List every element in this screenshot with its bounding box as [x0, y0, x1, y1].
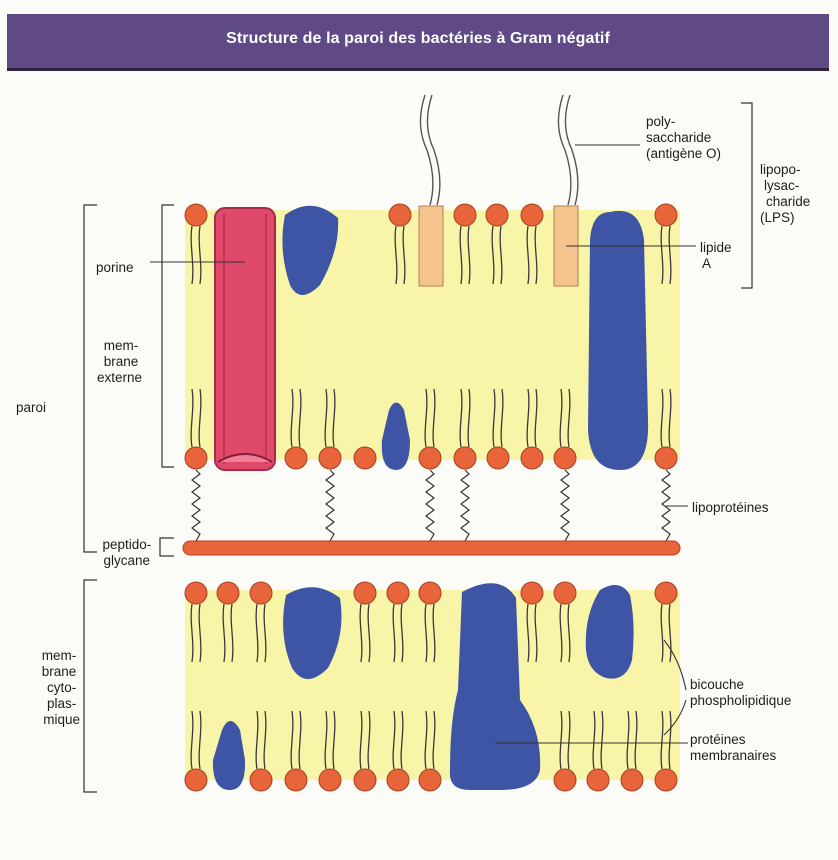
lipid-head	[354, 447, 376, 469]
paroi-bracket	[84, 205, 97, 552]
lipid-head	[587, 769, 609, 791]
lipoproteines-label: lipoprotéines	[692, 500, 769, 515]
lipid-head	[250, 582, 272, 604]
lipid-head	[554, 769, 576, 791]
lipid-head	[487, 447, 509, 469]
lipid-head	[554, 447, 576, 469]
porin-channel	[215, 208, 275, 470]
paroi-label: paroi	[16, 400, 46, 415]
lipoprotein-spring	[426, 470, 434, 541]
lipid-head	[521, 204, 543, 226]
lipid-head	[655, 204, 677, 226]
lipid-head	[217, 582, 239, 604]
lipoprotein-spring	[326, 470, 334, 541]
lipid-head	[655, 447, 677, 469]
lipid-head	[285, 447, 307, 469]
polysaccharide-chain	[420, 95, 432, 205]
proteines-label: protéines membranaires	[690, 732, 777, 763]
peptidoglycane-label: peptido- glycane	[102, 537, 155, 568]
lipid-head	[185, 204, 207, 226]
membrane-externe-label: mem- brane externe	[97, 338, 142, 385]
bicouche-label: bicouche phospholipidique	[690, 677, 791, 708]
lipid-head	[655, 769, 677, 791]
lipid-head	[387, 769, 409, 791]
membrane-cytoplasmique-label: mem- brane cyto- plas- mique	[42, 648, 80, 727]
outer-membrane-protein	[588, 211, 648, 470]
outer-membrane-bracket	[162, 205, 174, 467]
lipid-head	[486, 204, 508, 226]
lipid-head	[521, 582, 543, 604]
lipid-head	[354, 769, 376, 791]
cytoplasmic-membrane-bracket	[84, 580, 97, 792]
peptidoglycan-layer	[183, 541, 680, 555]
lipid-head	[387, 582, 409, 604]
lipid-head	[319, 447, 341, 469]
lipid-head	[185, 769, 207, 791]
lipid-head	[454, 204, 476, 226]
lipid-head	[621, 769, 643, 791]
lipoprotein-springs	[192, 470, 670, 541]
polysaccharide-chain	[565, 95, 577, 205]
lipid-a-block	[419, 206, 443, 286]
lipide-a-label: lipide A	[700, 240, 735, 271]
lipid-head	[554, 582, 576, 604]
lipid-head	[419, 769, 441, 791]
lipid-head	[419, 582, 441, 604]
lipoprotein-spring	[192, 470, 200, 541]
lipid-head	[185, 582, 207, 604]
polysaccharide-chain	[558, 95, 570, 205]
lps-label: lipopo- lysac- charide (LPS)	[760, 162, 814, 225]
lipid-head	[521, 447, 543, 469]
lipoprotein-spring	[561, 470, 569, 541]
lipoprotein-spring	[461, 470, 469, 541]
lipid-head	[389, 204, 411, 226]
lipid-head	[419, 447, 441, 469]
lipid-head	[454, 447, 476, 469]
lipid-head	[185, 447, 207, 469]
polysaccharide-label: poly- saccharide (antigène O)	[646, 114, 721, 161]
porine-label: porine	[96, 260, 134, 275]
lipid-head	[285, 769, 307, 791]
lipid-head	[250, 769, 272, 791]
lipid-head	[354, 582, 376, 604]
polysaccharide-chain	[427, 95, 439, 205]
lipid-head	[655, 582, 677, 604]
lps-bracket	[741, 103, 752, 288]
lipid-head	[319, 769, 341, 791]
peptidoglycan-bracket	[160, 538, 174, 556]
